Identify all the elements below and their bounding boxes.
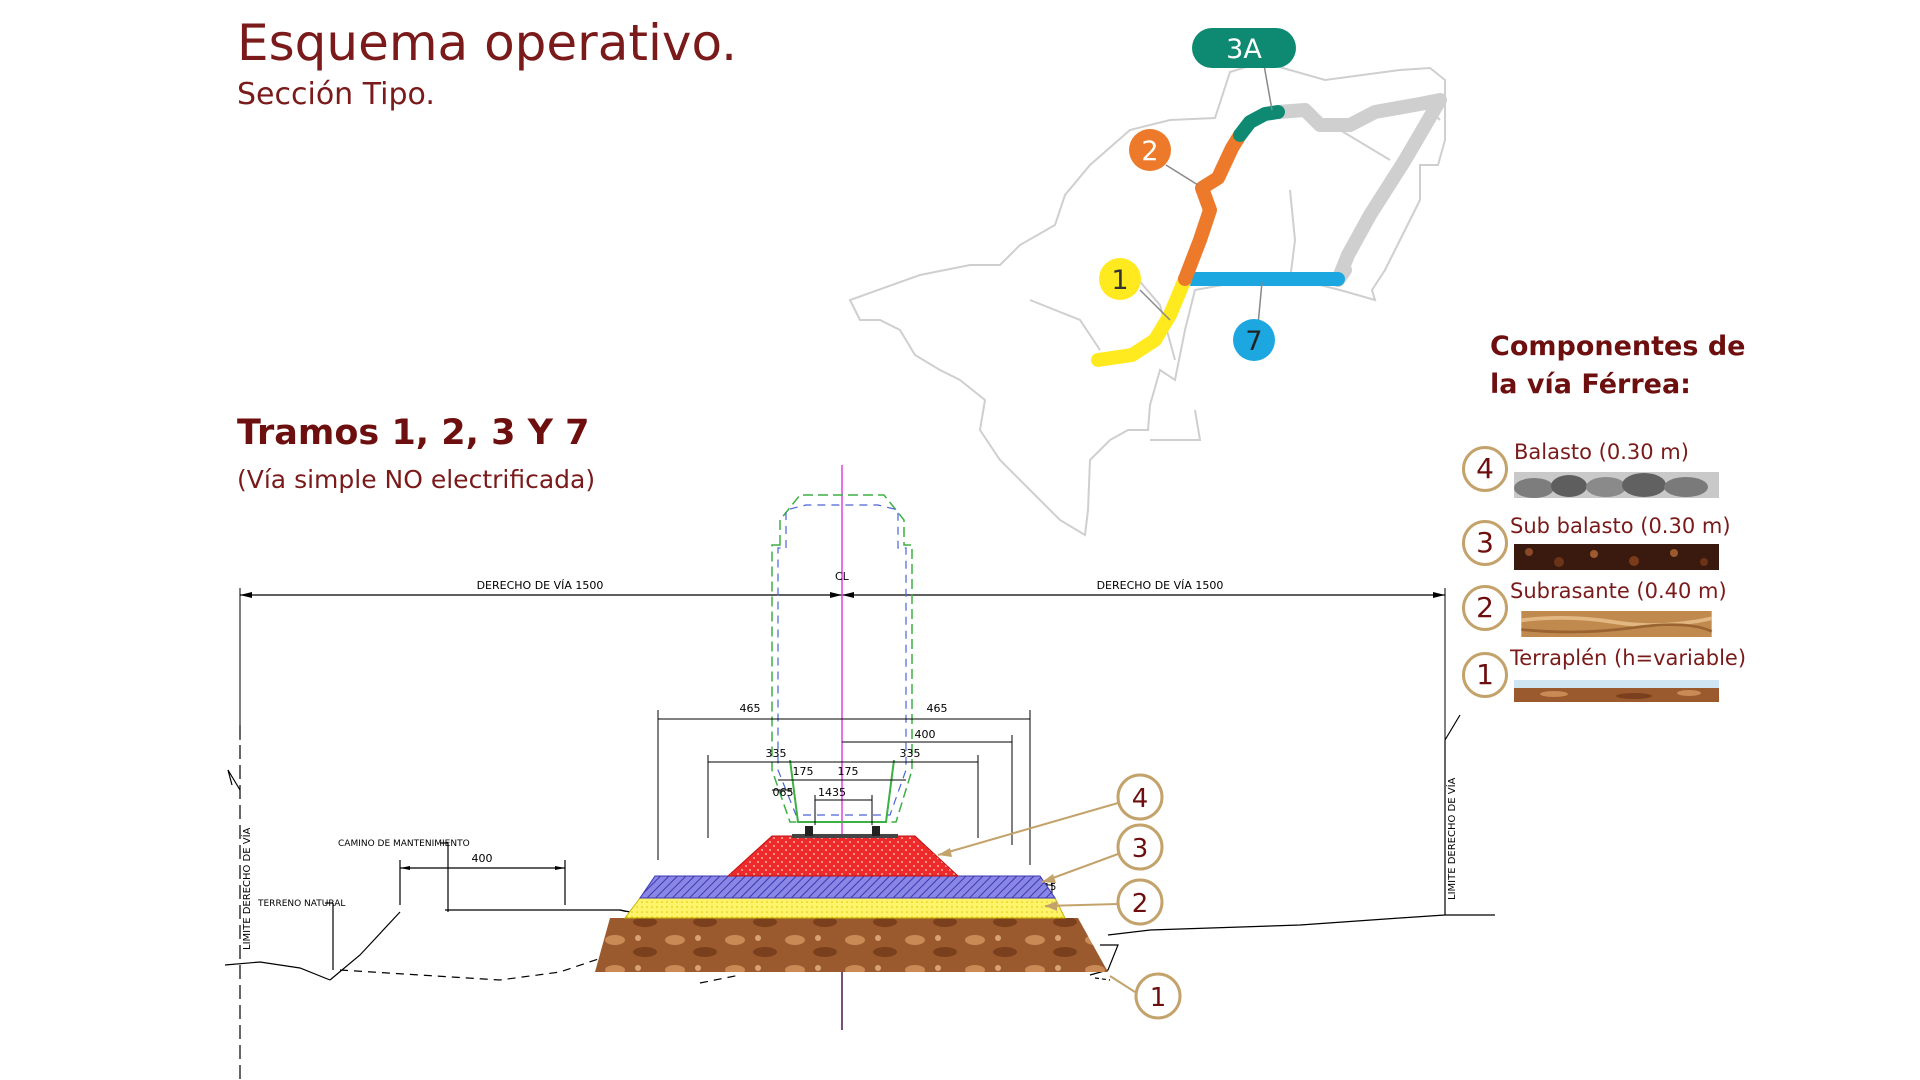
dim-175-right: 175 — [838, 765, 859, 778]
marker-1-label: 1 — [1111, 265, 1128, 296]
components-title-line1: Componentes de — [1490, 331, 1746, 362]
centerline-label: CL — [835, 570, 850, 583]
legend-number: 2 — [1462, 585, 1508, 631]
balasto-swatch — [1514, 472, 1719, 498]
row-label-right: DERECHO DE VÍA 1500 — [1097, 579, 1224, 592]
cross-section: DERECHO DE VÍA 1500 DERECHO DE VÍA 1500 … — [224, 465, 1495, 1080]
legend-item-subrasante: 2 Subrasante (0.40 m) — [1462, 579, 1762, 643]
camino-label: CAMINO DE MANTENIMIENTO — [338, 839, 470, 849]
dim-15: 15 — [1044, 882, 1057, 893]
terreno-label: TERRENO NATURAL — [257, 899, 345, 909]
callout-3-label: 3 — [1132, 834, 1149, 864]
callout-2: 2 — [1044, 878, 1164, 926]
layer-terraplen — [595, 918, 1108, 972]
marker-7[interactable]: 7 — [1233, 319, 1275, 361]
route-yellow — [1091, 272, 1192, 367]
callout-4: 4 — [937, 773, 1164, 857]
layer-balasto — [726, 835, 960, 877]
dim-335-left: 335 — [766, 747, 787, 760]
limite-right: LIMITE DERECHO DE VÍA — [1445, 777, 1458, 900]
subbalasto-swatch — [1514, 544, 1719, 570]
layer-subbalasto — [639, 875, 1056, 899]
marker-2[interactable]: 2 — [1129, 129, 1171, 171]
components-title-line2: la vía Férrea: — [1490, 369, 1691, 400]
layer-subrasante — [624, 897, 1066, 919]
legend-item-balasto: 4 Balasto (0.30 m) — [1462, 440, 1762, 504]
marker-7-label: 7 — [1245, 326, 1262, 357]
subrasante-swatch — [1521, 611, 1713, 637]
dim-465-right: 465 — [927, 702, 948, 715]
train-bogie — [789, 759, 895, 823]
page-subtitle: Sección Tipo. — [237, 77, 435, 112]
legend-item-terraplen: 1 Terraplén (h=variable) — [1462, 646, 1762, 710]
dim-065: 065 — [773, 786, 794, 799]
row-label-left: DERECHO DE VÍA 1500 — [477, 579, 604, 592]
terraplen-swatch — [1514, 680, 1719, 702]
dim-1435: 1435 — [818, 786, 846, 799]
marker-1[interactable]: 1 — [1099, 258, 1141, 300]
marker-2-label: 2 — [1141, 136, 1158, 167]
limite-left: LIMITE DERECHO DE VÍA — [240, 827, 253, 950]
dim-335-right: 335 — [900, 747, 921, 760]
legend-label: Terraplén (h=variable) — [1510, 646, 1747, 670]
legend-number: 1 — [1462, 652, 1508, 698]
section-subtitle: (Vía simple NO electrificada) — [237, 465, 596, 494]
legend-label: Balasto (0.30 m) — [1514, 440, 1689, 464]
callout-4-label: 4 — [1132, 784, 1149, 814]
train-gauge-blue — [777, 504, 907, 816]
route-gray — [1271, 93, 1447, 287]
train-gauge-green — [771, 494, 913, 823]
legend-label: Subrasante (0.40 m) — [1510, 579, 1727, 603]
dim-camino-400: 400 — [472, 852, 493, 865]
marker-3a-label: 3A — [1226, 34, 1262, 65]
marker-3a[interactable]: 3A — [1192, 28, 1296, 68]
dim-400: 400 — [915, 728, 936, 741]
callout-1: 1 — [1109, 972, 1182, 1020]
callout-3: 3 — [1041, 823, 1164, 883]
legend-label: Sub balasto (0.30 m) — [1510, 514, 1731, 538]
components-title: Componentes de la vía Férrea: — [1490, 328, 1790, 404]
page-title: Esquema operativo. — [237, 14, 738, 72]
legend-number: 4 — [1462, 446, 1508, 492]
callout-2-label: 2 — [1132, 889, 1149, 919]
callout-1-label: 1 — [1150, 983, 1167, 1013]
dim-465-left: 465 — [740, 702, 761, 715]
dim-175-left: 175 — [793, 765, 814, 778]
legend-number: 3 — [1462, 520, 1508, 566]
route-orange — [1178, 128, 1247, 286]
section-title: Tramos 1, 2, 3 Y 7 — [237, 413, 590, 453]
legend-item-subbalasto: 3 Sub balasto (0.30 m) — [1462, 514, 1762, 578]
route-teal — [1233, 105, 1285, 142]
